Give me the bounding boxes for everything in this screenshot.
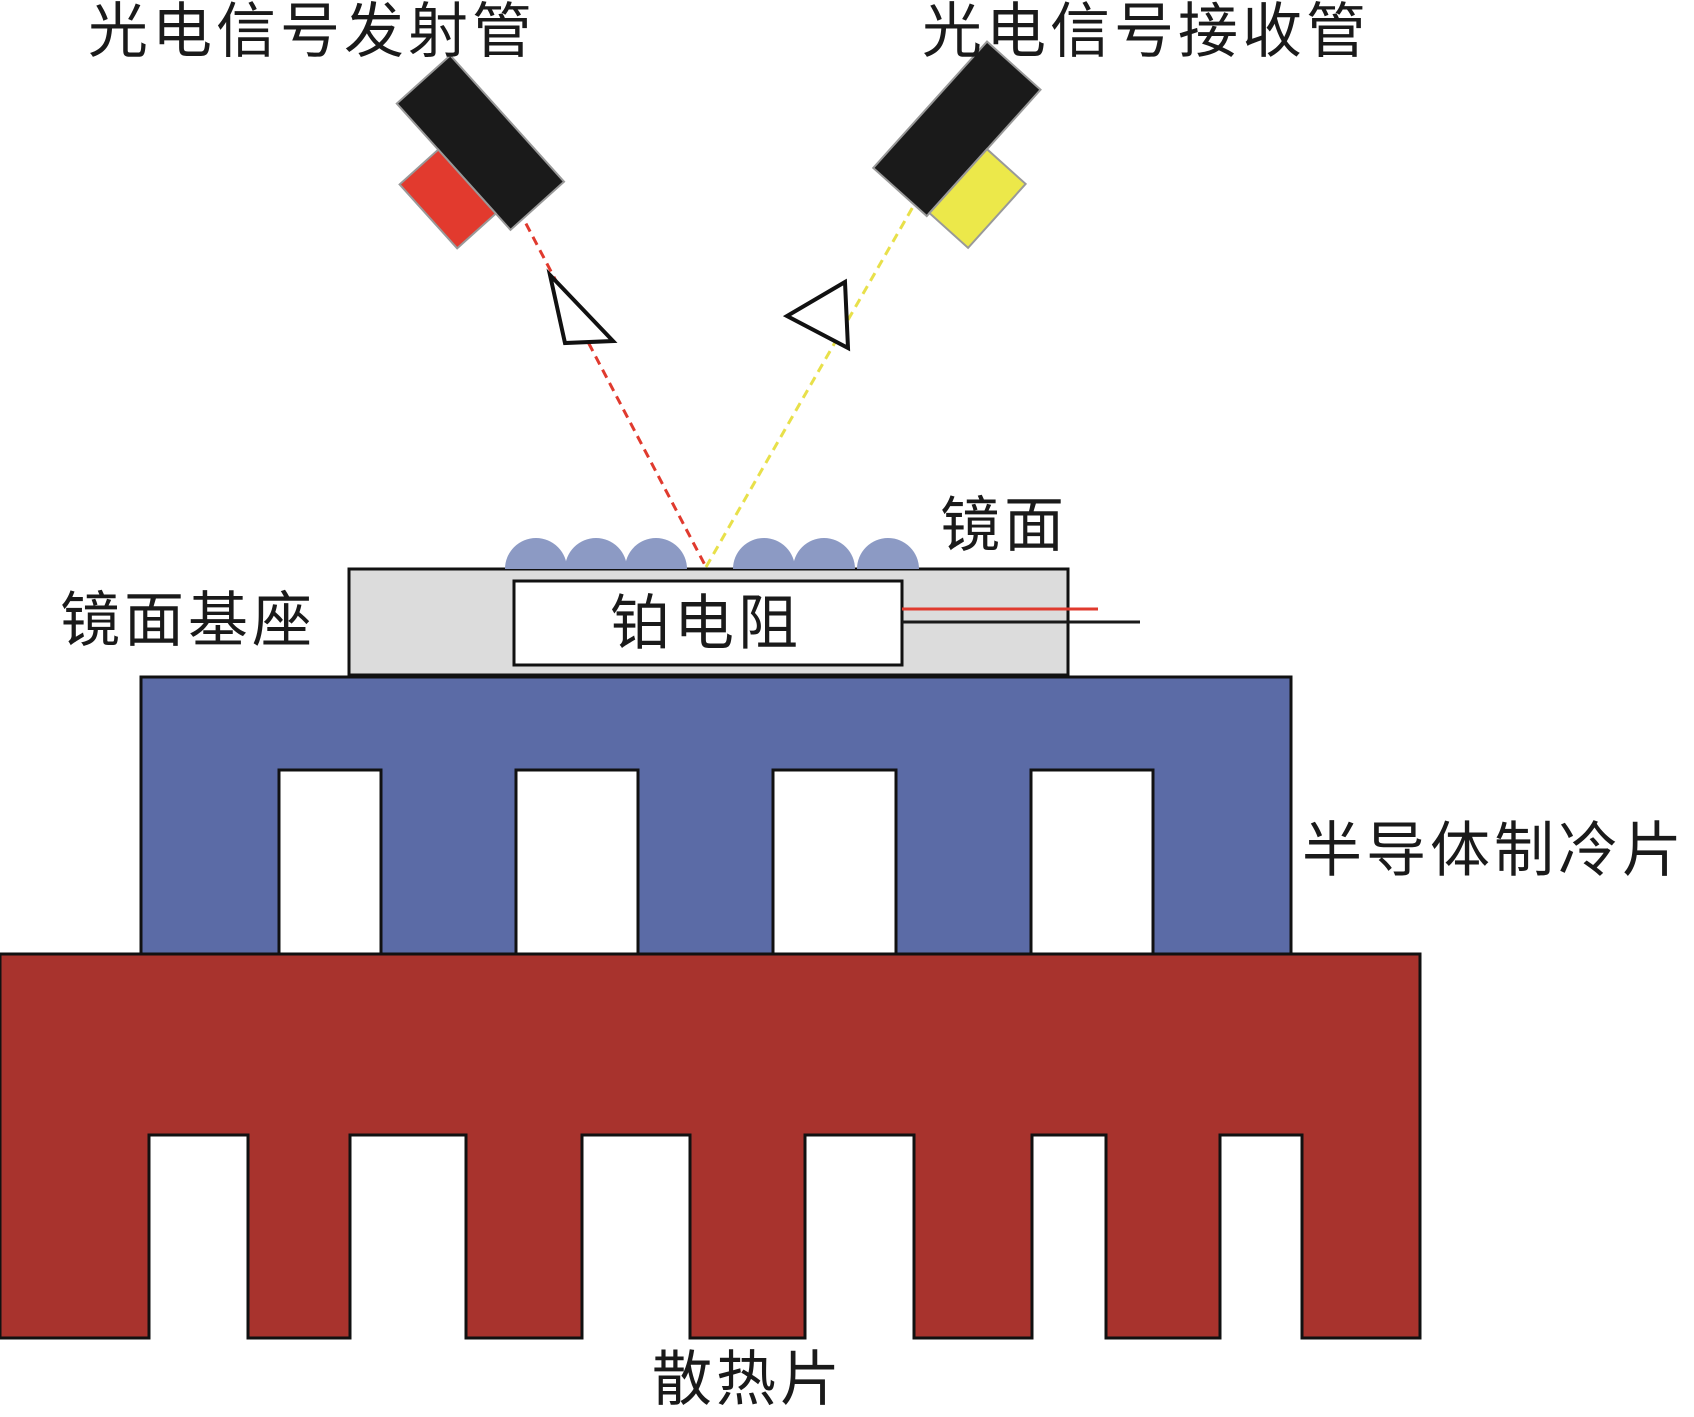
mirror-label: 镜面 — [940, 491, 1068, 561]
emitter-label: 光电信号发射管 — [88, 0, 536, 67]
receiver-label: 光电信号接收管 — [922, 0, 1370, 67]
droplet — [857, 538, 919, 569]
droplet — [625, 538, 687, 569]
heat-sink-body — [0, 952, 1422, 1340]
condensation-droplets — [505, 538, 919, 569]
beam-direction-arrow-recv — [782, 278, 851, 352]
heat-sink-label: 散热片 — [652, 1345, 844, 1415]
platinum-resistor-label: 铂电阻 — [610, 589, 802, 659]
peltier-cooler — [139, 675, 1293, 956]
beam-direction-arrow-emit — [546, 268, 618, 346]
photo-emitter — [395, 53, 566, 250]
mirror-base-label: 镜面基座 — [60, 586, 316, 656]
emitted-light-beam — [510, 196, 708, 568]
reflected-light-beam — [704, 204, 916, 568]
droplet — [733, 538, 795, 569]
platinum-resistor — [512, 579, 904, 667]
droplet — [565, 538, 627, 569]
heat-sink — [0, 952, 1422, 1340]
droplet — [505, 538, 567, 569]
droplet — [793, 538, 855, 569]
peltier-body — [139, 675, 1293, 956]
peltier-label: 半导体制冷片 — [1302, 816, 1686, 886]
photo-receiver — [871, 40, 1042, 250]
receiver-led — [928, 147, 1028, 250]
emitter-led — [398, 148, 498, 250]
